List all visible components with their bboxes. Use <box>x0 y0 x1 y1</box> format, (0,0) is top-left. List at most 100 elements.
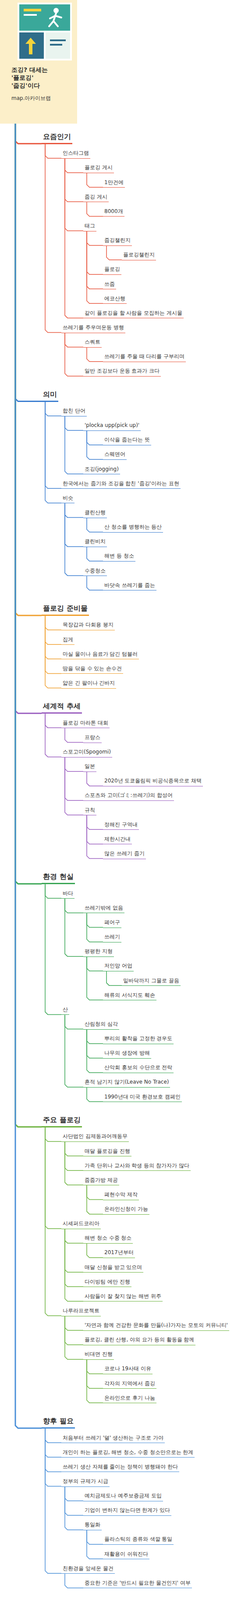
map-source: map.아카이브랩 <box>11 95 74 103</box>
branch-line <box>86 912 103 927</box>
branch-topic: 폐어구 <box>102 918 122 928</box>
main-branch: 주요 플로깅 <box>41 1114 82 1128</box>
cover-arrow <box>28 43 33 55</box>
topic-text: 향후 필요 <box>42 1416 74 1426</box>
topic-text: 정부의 규제가 시급 <box>62 1477 109 1485</box>
branch-topic: 해변 등 청소 <box>102 551 136 562</box>
branch-line <box>45 615 62 674</box>
topic-text: 해변 청소 수중 청소 <box>84 1234 132 1242</box>
topic-text: 클린비치 <box>84 538 106 546</box>
branch-topic: 줍줍가방 제공 <box>83 1175 120 1186</box>
branch-line <box>45 1428 62 1573</box>
branch-line <box>64 1573 84 1588</box>
topic-text: 스포고미(Spogomi) <box>62 748 111 756</box>
topic-text: 많은 쓰레기 줍기 <box>104 850 145 858</box>
topic-text: 쓰레기를 주울 때 다리를 구부리며 <box>104 353 185 361</box>
branch-line <box>15 105 42 402</box>
topic-text: 해변 등 청소 <box>104 552 135 560</box>
branch-topic: 산림청의 심각 <box>83 1019 120 1030</box>
topic-text: 스웨덴어 <box>104 450 126 458</box>
branch-topic: 매달 신청을 받고 있으며 <box>83 1263 144 1273</box>
branch-topic: 바닷속 쓰레기를 줍는 <box>102 581 157 591</box>
branch-topic: 마실 물이나 음료가 담긴 텀블러 <box>61 649 139 660</box>
branch-line <box>86 771 103 786</box>
topic-text: 바닷속 쓰레기를 줍는 <box>104 582 156 590</box>
branch-line <box>45 401 62 416</box>
branch-line <box>86 430 103 460</box>
branch-line <box>86 347 103 362</box>
branch-topic: 플로깅 마라톤 대회 <box>61 718 110 729</box>
topic-text: 플라스틱의 종류와 색깔 통일 <box>104 1535 173 1543</box>
topic-text: 각자의 지역에서 줍깅 <box>104 1380 156 1388</box>
topic-text: 처음부터 쓰레기 '덜' 생산하는 구조로 가야 <box>62 1434 164 1442</box>
branch-topic: 산 <box>61 1005 70 1016</box>
topic-text: 평평한 지형 <box>84 947 113 955</box>
branch-topic: 정부의 규제가 시급 <box>61 1476 110 1487</box>
branch-line <box>64 727 84 742</box>
branch-line <box>86 1029 103 1044</box>
topic-text: 합친 단어 <box>62 407 86 415</box>
branch-line <box>45 615 62 630</box>
branch-topic: 바다 <box>61 889 75 899</box>
topic-text: 사람들이 잘 찾지 않는 해변 위주 <box>84 1292 162 1300</box>
runner-body <box>49 13 62 27</box>
cover-picture-right <box>45 32 71 59</box>
branch-topic: 합친 단어 <box>61 406 87 417</box>
branch-topic: 목장갑과 다회용 봉지 <box>61 620 115 631</box>
branch-topic: 처음부터 쓰레기 '덜' 생산하는 구조로 가야 <box>61 1433 165 1444</box>
topic-text: 정해진 구역내 <box>104 821 138 829</box>
topic-text: 시셰퍼드코리아 <box>62 1220 100 1228</box>
topic-text: 온라인신청이 가능 <box>104 1205 149 1213</box>
topic-text: 이삭을 줍는다는 뜻 <box>104 436 150 444</box>
branch-topic: 해류의 서식지도 훼손 <box>102 990 157 1001</box>
topic-text: 쓰레기 생산 자체를 줄이는 정책이 병행돼야 한다 <box>62 1463 178 1471</box>
branch-topic: 8000개 <box>102 207 125 217</box>
branch-topic: 다이빙팀 에만 진행 <box>83 1277 132 1288</box>
branch-topic: 이삭을 줍는다는 뜻 <box>102 435 152 446</box>
branch-topic: 산 청소를 병행하는 등산 <box>102 522 164 533</box>
topic-text: 다이빙팀 에만 진행 <box>84 1278 131 1286</box>
branch-topic: 플로깅, 클린 산행, 야외 요가 등의 활동을 함께 <box>83 1335 196 1346</box>
branch-line <box>64 1228 84 1272</box>
branch-line <box>45 883 62 898</box>
branch-line <box>86 546 103 561</box>
topic-text: 온라인으로 후기 나눔 <box>104 1394 156 1402</box>
branch-line <box>86 1185 103 1200</box>
cover-stripe <box>23 8 42 12</box>
branch-topic: 나루라프로젝트 <box>61 1306 101 1317</box>
topic-text: 목장갑과 다회용 봉지 <box>62 621 114 629</box>
branch-topic: 폐현수막 제작 <box>102 1190 139 1200</box>
branch-topic: 스쿼트 <box>83 337 102 348</box>
topic-text: 클린산행 <box>84 509 106 517</box>
branch-line <box>86 231 103 246</box>
branch-line <box>45 144 62 333</box>
branch-line <box>86 231 103 275</box>
topic-text: 'plocka upp(pick up)' <box>84 422 140 430</box>
topic-text: 쓰줍 <box>104 280 115 288</box>
branch-topic: 흔적 남기지 않기(Leave No Trace) <box>83 1077 171 1088</box>
branch-topic: 'plocka upp(pick up)' <box>83 421 141 431</box>
map-title: 조깅? 대세는 '플로깅' '줍깅'이다 <box>11 65 60 90</box>
branch-topic: 산악회 홍보의 수단으로 전락 <box>102 1063 174 1073</box>
topic-text: 의미 <box>42 390 57 400</box>
branch-topic: 쓰레기를 주울 때 다리를 구부리며 <box>102 352 186 363</box>
branch-line <box>64 416 84 431</box>
branch-topic: 땀을 닦을 수 있는 손수건 <box>61 664 124 675</box>
branch-topic: 사단법인 김제동과어깨동무 <box>61 1132 129 1142</box>
main-branch: 요즘인기 <box>41 131 73 145</box>
branch-topic: 일본 <box>83 762 97 772</box>
branch-line <box>86 815 103 830</box>
branch-line <box>45 1428 62 1487</box>
topic-text: 조깅(jogging) <box>84 465 119 473</box>
branch-line <box>64 1316 84 1360</box>
branch-topic: 코로나 19사태 이유 <box>102 1364 153 1374</box>
branch-line <box>86 1529 103 1559</box>
cover-stripe <box>23 14 37 16</box>
branch-line <box>64 1014 84 1087</box>
topic-text: 매달 신청을 받고 있으며 <box>84 1263 142 1271</box>
branch-line <box>86 815 103 844</box>
cover-panel <box>0 0 78 124</box>
topic-text: 친환경을 앞세운 물건 <box>62 1565 114 1573</box>
branch-line <box>45 144 62 159</box>
topic-text: 제한시간내 <box>104 835 131 843</box>
